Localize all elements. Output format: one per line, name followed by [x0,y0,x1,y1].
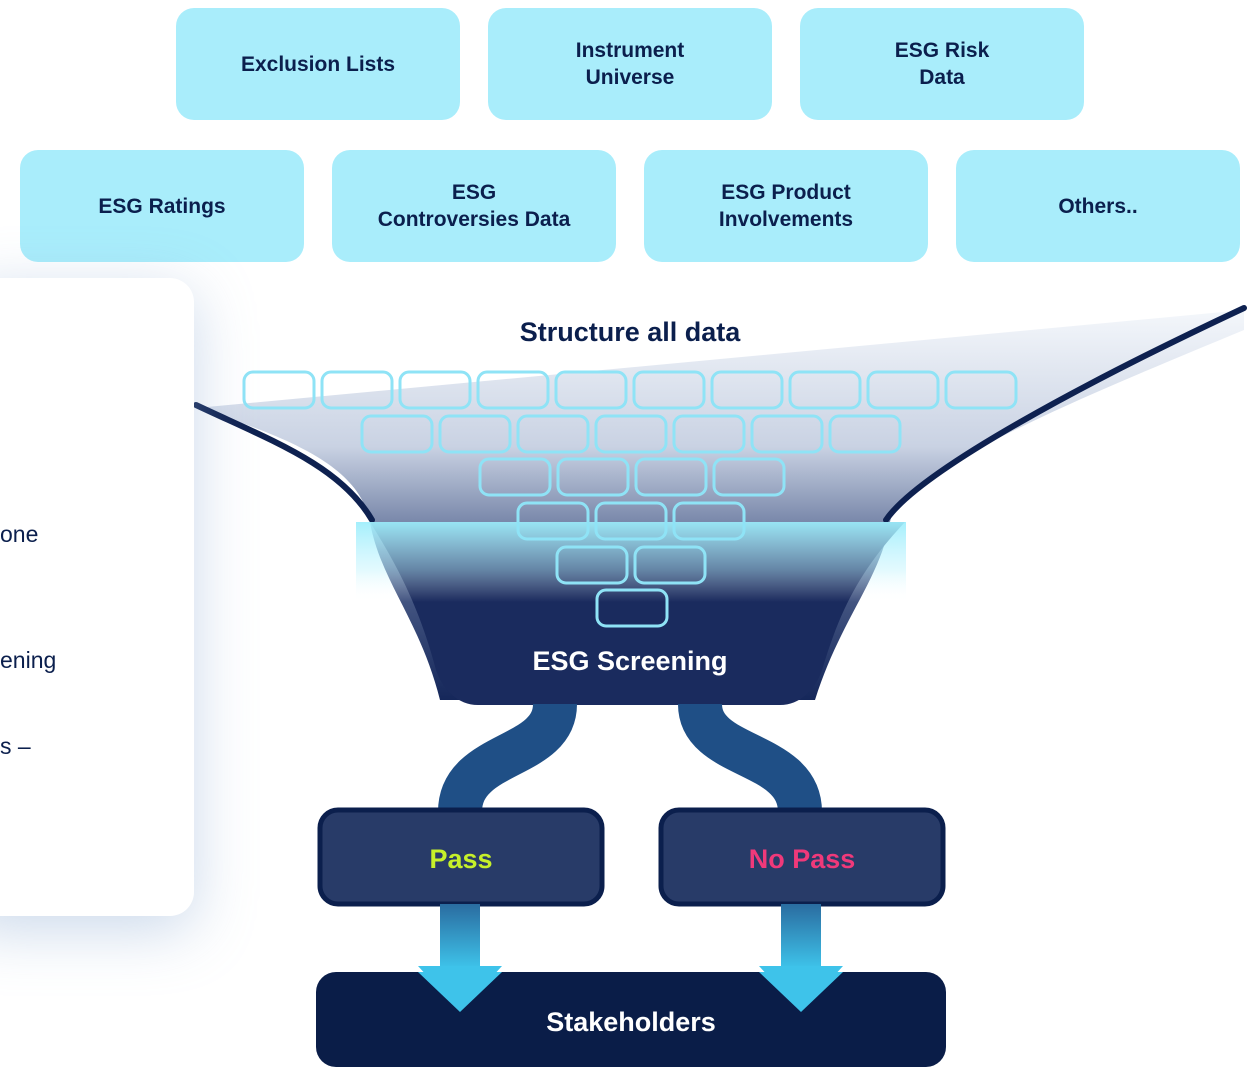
source-box-exclusion-lists: Exclusion Lists [176,8,460,120]
data-block [634,457,708,497]
data-blocks [242,370,1018,628]
data-block [672,414,746,454]
funnel-rim-left [193,402,375,523]
structure-label: Structure all data [520,317,742,347]
flow-pipe-no-pass [678,701,822,815]
data-block [320,370,394,410]
arrow-tip-no-pass [759,972,843,1012]
data-block [828,414,902,454]
arrow-tip-pass [418,972,502,1012]
side-card-text-fragment: one [0,521,39,547]
data-block [556,457,630,497]
data-block [594,414,668,454]
source-box-instrument-universe: Instrument Universe [488,8,772,120]
data-block [632,370,706,410]
data-block [242,370,316,410]
data-block [788,370,862,410]
data-block [594,501,668,541]
data-block [750,414,824,454]
stakeholders-label: Stakeholders [546,1007,716,1037]
source-box-esg-controversies-data: ESG Controversies Data [332,150,616,262]
data-block [866,370,940,410]
data-block [595,588,669,628]
data-block [360,414,434,454]
funnel-rim-right [883,305,1247,523]
source-box-esg-product-involvements: ESG Product Involvements [644,150,928,262]
data-block [398,370,472,410]
pass-label: Pass [429,844,492,874]
source-box-esg-ratings: ESG Ratings [20,150,304,262]
data-block [478,457,552,497]
data-block [710,370,784,410]
data-block [944,370,1018,410]
side-card-text-fragment: ening [0,647,57,673]
side-card: one ening s – [0,278,194,916]
data-block [633,545,707,585]
data-block [476,370,550,410]
source-box-others: Others.. [956,150,1240,262]
data-block [672,501,746,541]
flow-pipe-pass [438,701,577,815]
data-block [555,545,629,585]
data-block [712,457,786,497]
data-block [516,501,590,541]
screening-label: ESG Screening [532,646,727,676]
arrow-shaft-no-pass [781,904,821,968]
data-block [554,370,628,410]
arrow-shaft-pass [440,904,480,968]
no-pass-label: No Pass [749,844,856,874]
source-box-esg-risk-data: ESG Risk Data [800,8,1084,120]
data-block [516,414,590,454]
side-card-text-fragment: s – [0,733,31,759]
data-block [438,414,512,454]
